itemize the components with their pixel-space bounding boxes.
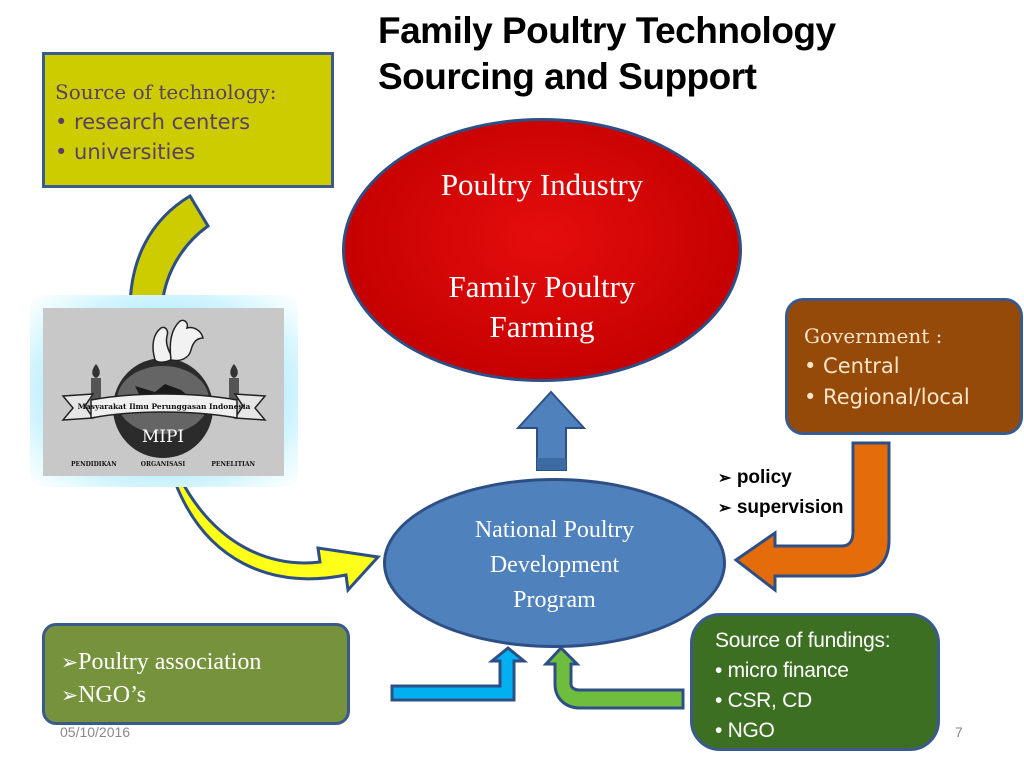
arrow-bullet-icon: ➢ xyxy=(718,499,732,517)
government-box: Government : • Central • Regional/local xyxy=(785,298,1023,435)
associations-to-program-arrow xyxy=(390,646,529,702)
government-role-text: policy xyxy=(736,467,792,488)
slide-title-line1: Family Poultry Technology xyxy=(378,10,836,51)
logo-caption-center: ORGANISASI xyxy=(141,461,186,468)
government-item: • Regional/local xyxy=(804,385,970,409)
chicken-icon xyxy=(152,326,174,363)
technology-source-item: • universities xyxy=(55,140,196,164)
arrow-base-shade xyxy=(537,458,566,470)
logo-caption-right: PENELITIAN xyxy=(211,461,255,468)
national-program-line1: National Poultry xyxy=(474,517,635,543)
poultry-industry-ellipse: Poultry Industry Family Poultry Farming xyxy=(342,118,742,382)
fundings-to-program-arrow xyxy=(542,645,685,710)
slide-date: 05/10/2016 xyxy=(60,724,131,740)
logo-ribbon-text: Masyarakat Ilmu Perunggasan Indonesia xyxy=(78,402,251,411)
slide-title-line2: Sourcing and Support xyxy=(378,56,757,97)
government-heading: Government : xyxy=(804,324,943,348)
government-item: • Central xyxy=(804,354,900,378)
national-program-ellipse: National Poultry Development Program xyxy=(383,478,726,648)
technology-source-item: • research centers xyxy=(55,110,251,134)
rooster-icon xyxy=(169,319,204,362)
logo-acronym: MIPI xyxy=(142,427,184,447)
arrow-bullet-icon: ➢ xyxy=(61,685,79,707)
funding-item: • CSR, CD xyxy=(715,689,812,712)
funding-item: • micro finance xyxy=(715,659,849,682)
fundings-box: Source of fundings: • micro finance • CS… xyxy=(690,613,940,751)
technology-source-box: Source of technology: • research centers… xyxy=(42,52,334,188)
farming-label: Farming xyxy=(489,309,595,344)
family-poultry-label: Family Poultry xyxy=(448,269,636,304)
mipi-logo: Masyarakat Ilmu Perunggasan Indonesia MI… xyxy=(43,308,284,476)
associations-box: ➢Poultry association ➢NGO’s xyxy=(42,623,350,725)
government-roles-list: ➢ policy ➢ supervision xyxy=(718,463,843,523)
tech-source-curved-arrow xyxy=(128,193,210,312)
association-item: ➢NGO’s xyxy=(61,679,347,712)
slide-page-number: 7 xyxy=(955,724,963,740)
mipi-emblem-icon: Masyarakat Ilmu Perunggasan Indonesia MI… xyxy=(61,319,267,468)
government-role-item: ➢ policy xyxy=(718,463,843,493)
fundings-heading: Source of fundings: xyxy=(715,629,891,652)
slide-title: Family Poultry Technology Sourcing and S… xyxy=(378,8,836,100)
national-program-line3: Program xyxy=(513,587,596,613)
poultry-industry-label: Poultry Industry xyxy=(440,167,644,202)
government-role-text: supervision xyxy=(736,497,844,518)
association-text: Poultry association xyxy=(78,649,262,675)
association-item: ➢Poultry association xyxy=(61,646,347,679)
arrow-bullet-icon: ➢ xyxy=(718,469,732,487)
national-program-line2: Development xyxy=(489,552,620,578)
government-role-item: ➢ supervision xyxy=(718,493,843,523)
association-text: NGO’s xyxy=(78,682,147,708)
funding-item: • NGO xyxy=(715,719,775,742)
technology-source-heading: Source of technology: xyxy=(55,80,277,104)
logo-to-program-arrow xyxy=(173,475,381,594)
arrow-bullet-icon: ➢ xyxy=(61,652,79,674)
logo-caption-left: PENDIDIKAN xyxy=(71,461,117,468)
government-to-program-arrow xyxy=(733,441,891,594)
